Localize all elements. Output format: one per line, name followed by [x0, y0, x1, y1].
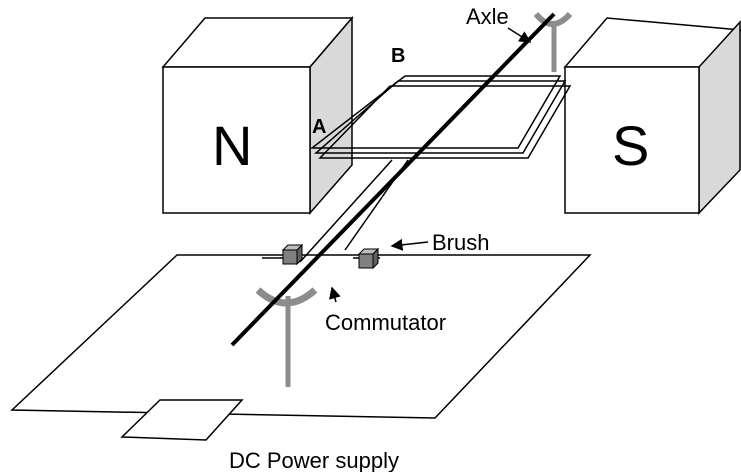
- south-magnet-face: [564, 66, 700, 214]
- commutator-arrow: [329, 286, 341, 303]
- north-magnet-label: N: [212, 114, 252, 177]
- power-supply-label: DC Power supply: [229, 448, 399, 472]
- north-magnet-face: [162, 66, 311, 214]
- coil-side-b-label: B: [391, 45, 405, 67]
- commutator-label: Commutator: [325, 310, 446, 335]
- brush-right: [357, 247, 380, 270]
- south-magnet: [563, 17, 741, 215]
- axle-arrow: [507, 27, 532, 43]
- front-axle-support-cup: [255, 287, 318, 307]
- dc-power-supply-box: [120, 399, 244, 441]
- commutator-lead-left: [299, 159, 393, 263]
- brush-arrow: [390, 238, 429, 251]
- north-magnet: [161, 15, 354, 215]
- rear-axle-support-cup: [533, 11, 573, 27]
- brush-label: Brush: [432, 230, 489, 255]
- base-plate: [10, 254, 592, 419]
- axle: [230, 12, 556, 347]
- coil-loop: [309, 75, 572, 159]
- brush-left: [281, 243, 304, 266]
- axle-label: Axle: [466, 4, 509, 29]
- coil-side-a-label: A: [312, 116, 326, 138]
- south-magnet-label: S: [612, 114, 649, 177]
